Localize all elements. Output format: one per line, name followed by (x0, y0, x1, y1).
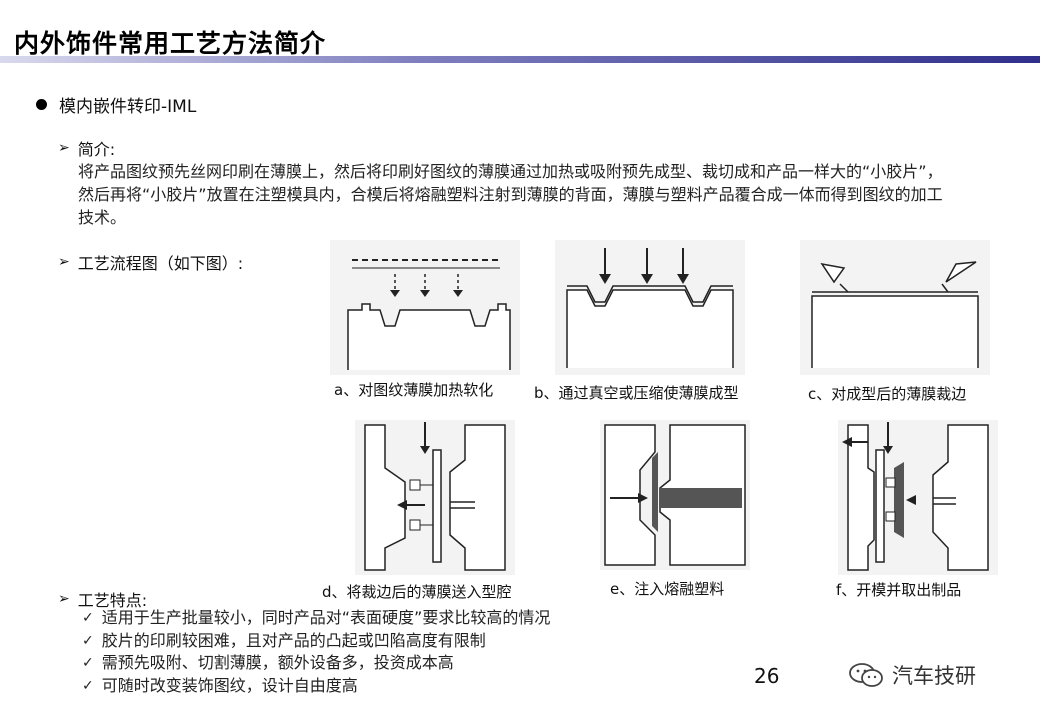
features-list: ✓适用于生产批量较小，同时产品对“表面硬度”要求比较高的情况 ✓胶片的印刷较困难… (82, 607, 550, 697)
section-bullet: 模内嵌件转印-IML (36, 92, 196, 117)
wechat-icon (849, 663, 883, 687)
page-number: 26 (754, 664, 780, 688)
arrow-bullet-icon: ➢ (58, 591, 70, 607)
caption-b: b、通过真空或压缩使薄膜成型 (534, 384, 739, 402)
arrow-bullet-icon: ➢ (58, 254, 70, 270)
brand-watermark: 汽车技研 (848, 660, 976, 690)
diagram-b-forming (555, 240, 745, 375)
caption-a: a、对图纹薄膜加热软化 (334, 381, 494, 399)
caption-f: f、开模并取出制品 (836, 581, 962, 599)
list-item: ✓胶片的印刷较困难，且对产品的凸起或凹陷高度有限制 (82, 630, 550, 653)
intro-paragraph: 将产品图纹预先丝网印刷在薄膜上，然后将印刷好图纹的薄膜通过加热或吸附预先成型、裁… (78, 162, 943, 227)
intro-heading: ➢ 简介: (58, 136, 115, 160)
checkmark-icon: ✓ (82, 632, 94, 649)
caption-e: e、注入熔融塑料 (610, 580, 725, 598)
section-label: 模内嵌件转印-IML (59, 97, 197, 117)
diagram-e-injection (600, 420, 750, 570)
list-item: ✓适用于生产批量较小，同时产品对“表面硬度”要求比较高的情况 (82, 607, 550, 630)
diagram-a-heating (330, 240, 520, 375)
diagram-f-eject (838, 420, 998, 575)
flow-heading-label: 工艺流程图（如下图）: (77, 254, 244, 273)
bullet-dot-icon (36, 99, 47, 110)
checkmark-icon: ✓ (82, 677, 94, 694)
checkmark-icon: ✓ (82, 610, 94, 626)
list-item: ✓可随时改变装饰图纹，设计自由度高 (82, 675, 550, 698)
features-heading: ➢ 工艺特点: (58, 587, 147, 611)
page-title: 内外饰件常用工艺方法简介 (14, 29, 327, 58)
caption-d: d、将裁边后的薄膜送入型腔 (322, 583, 512, 601)
list-item: ✓需预先吸附、切割薄膜，额外设备多，投资成本高 (82, 652, 550, 675)
features-heading-label: 工艺特点: (77, 591, 148, 610)
arrow-bullet-icon: ➢ (58, 140, 70, 156)
checkmark-icon: ✓ (82, 655, 94, 671)
title-underline-bar (0, 56, 1040, 63)
flow-heading: ➢ 工艺流程图（如下图）: (58, 250, 243, 274)
diagram-c-trimming (800, 240, 990, 375)
intro-heading-label: 简介: (77, 140, 116, 159)
caption-c: c、对成型后的薄膜裁边 (808, 385, 967, 403)
diagram-d-insert (355, 420, 515, 575)
brand-name: 汽车技研 (892, 664, 976, 688)
